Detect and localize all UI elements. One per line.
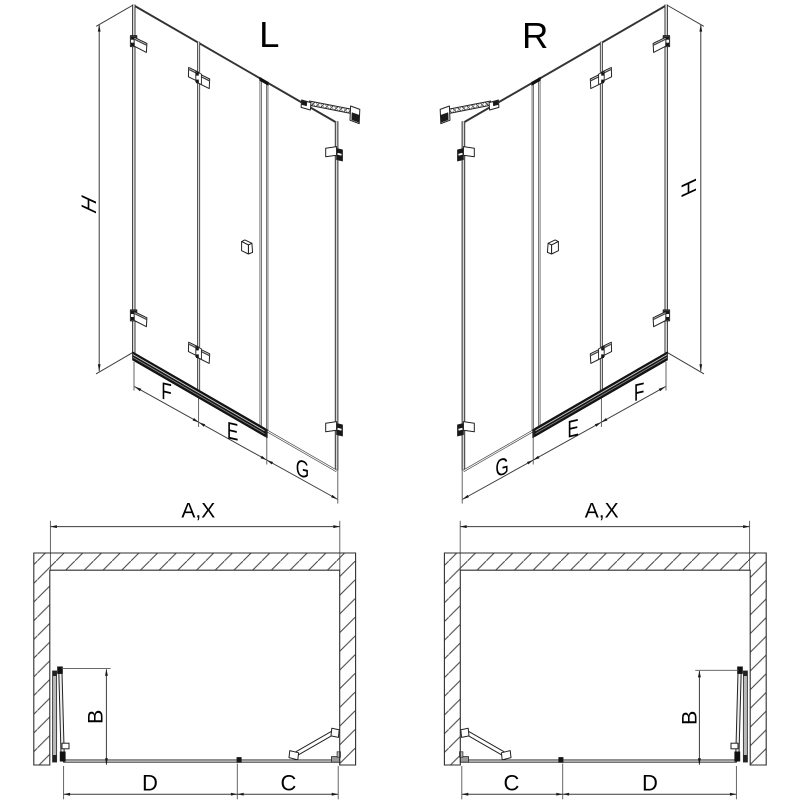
svg-text:C: C [504, 771, 520, 796]
svg-text:E: E [227, 418, 239, 447]
svg-text:L: L [259, 14, 279, 55]
svg-text:D: D [142, 771, 158, 796]
svg-text:A,X: A,X [181, 499, 215, 522]
svg-text:A,X: A,X [585, 499, 619, 522]
svg-text:G: G [495, 453, 508, 482]
svg-text:B: B [678, 711, 702, 725]
svg-text:F: F [161, 378, 172, 407]
svg-text:G: G [296, 455, 309, 484]
svg-text:B: B [83, 710, 107, 724]
svg-text:R: R [522, 15, 548, 56]
svg-text:D: D [642, 771, 658, 796]
svg-text:C: C [281, 771, 297, 796]
svg-text:F: F [634, 378, 645, 407]
svg-text:E: E [567, 415, 579, 444]
